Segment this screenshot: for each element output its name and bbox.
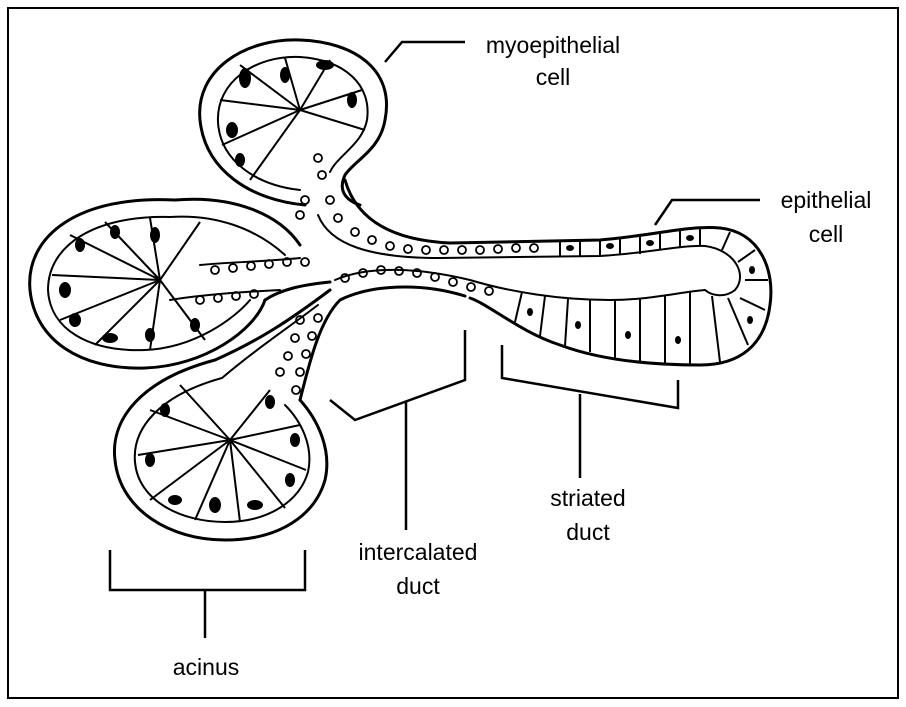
- label-striated: striated: [550, 485, 625, 511]
- label-intercalated: intercalated: [359, 539, 478, 565]
- duct-lumen-end: [705, 246, 740, 295]
- acinus-bracket: [110, 550, 305, 590]
- left-acinus-outline: [30, 199, 300, 368]
- duct-lumen-bottom: [335, 270, 705, 300]
- left-acinus-inner: [48, 217, 285, 351]
- figure-frame: [8, 8, 898, 698]
- myoepithelial-leader: [385, 42, 465, 62]
- gland-structure: [30, 40, 771, 540]
- label-epithelial-cell: cell: [809, 221, 844, 247]
- labels: myoepithelial cell epithelial cell stria…: [173, 32, 872, 680]
- cell-walls: [52, 58, 768, 522]
- left-branch-lower2: [170, 290, 280, 300]
- label-myoepithelial-cell: cell: [536, 64, 571, 90]
- label-epithelial: epithelial: [781, 187, 872, 213]
- bottom-acinus-outline: [114, 290, 330, 540]
- top-acinus-outline: [200, 40, 387, 205]
- epithelial-leader: [655, 200, 760, 225]
- duct-upper-outline: [345, 180, 771, 365]
- label-intercalated-duct: duct: [396, 573, 440, 599]
- label-acinus: acinus: [173, 654, 239, 680]
- label-striated-duct: duct: [566, 519, 610, 545]
- label-myoepithelial: myoepithelial: [486, 32, 620, 58]
- duct-lower-outline: [300, 287, 465, 400]
- intercalated-bracket: [330, 330, 465, 420]
